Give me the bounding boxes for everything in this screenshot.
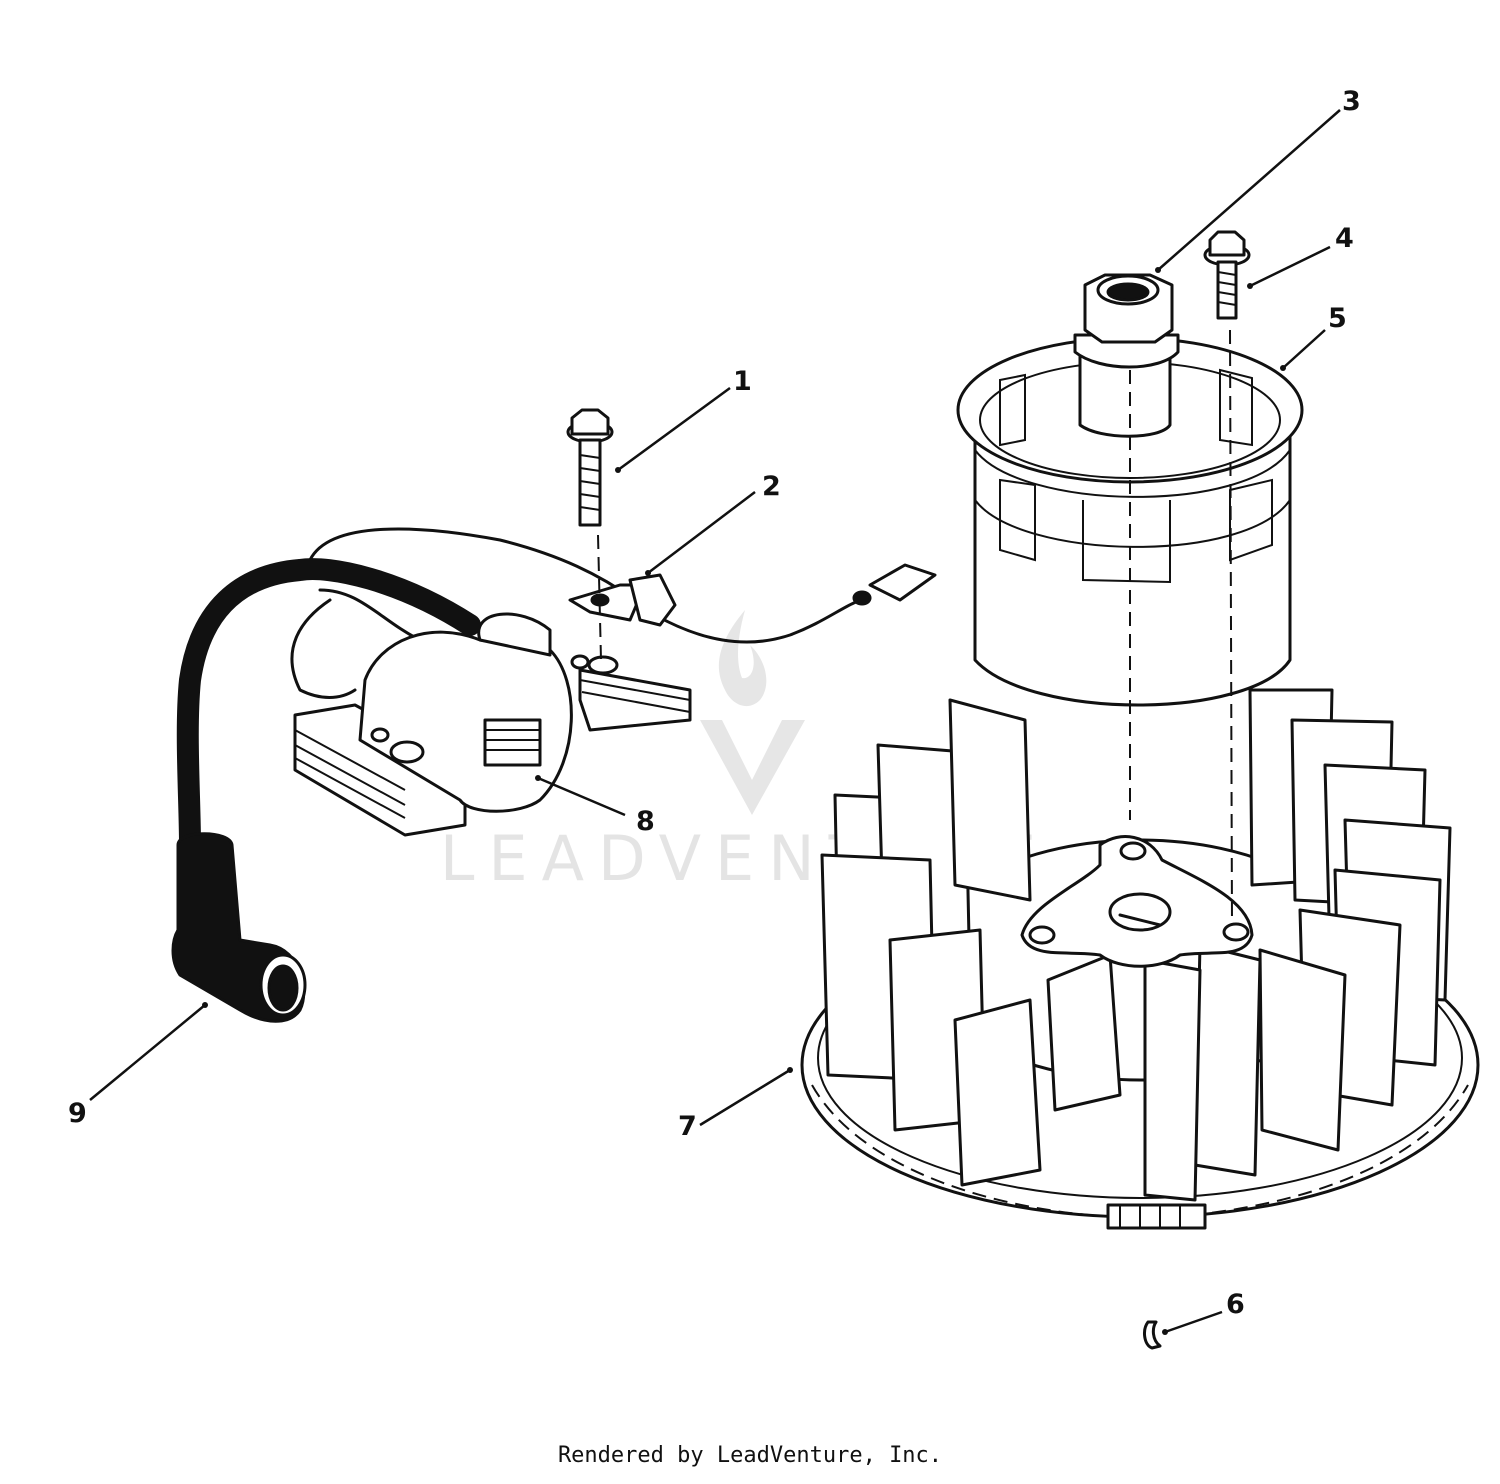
ignition-coil: [290, 527, 937, 837]
callout-label-9: 9: [68, 1098, 87, 1129]
footer-credit: Rendered by LeadVenture, Inc.: [557, 1443, 943, 1468]
callout-9: 9: [68, 1002, 208, 1129]
callout-label-8: 8: [636, 806, 655, 837]
callout-label-1: 1: [733, 366, 752, 397]
flywheel: [800, 688, 1480, 1230]
spark-plug-wire: [171, 558, 481, 1023]
callout-label-5: 5: [1328, 303, 1347, 334]
callout-4: 4: [1247, 223, 1354, 289]
callout-3: 3: [1155, 86, 1361, 273]
callout-7: 7: [678, 1067, 793, 1142]
coil-mounting-bolt: [566, 408, 614, 661]
hex-adapter: [1073, 273, 1180, 820]
callout-6: 6: [1162, 1289, 1245, 1335]
callout-2: 2: [645, 471, 781, 576]
callout-label-2: 2: [762, 471, 781, 502]
callout-label-3: 3: [1342, 86, 1361, 117]
callout-1: 1: [615, 366, 752, 473]
callout-8: 8: [535, 775, 655, 837]
cup-screen: [956, 336, 1304, 707]
flywheel-key: [1143, 1320, 1162, 1350]
callout-label-7: 7: [678, 1111, 697, 1142]
callout-label-4: 4: [1335, 223, 1354, 254]
flywheel-bolt: [1203, 230, 1251, 926]
callout-label-6: 6: [1226, 1289, 1245, 1320]
callout-5: 5: [1280, 303, 1347, 371]
